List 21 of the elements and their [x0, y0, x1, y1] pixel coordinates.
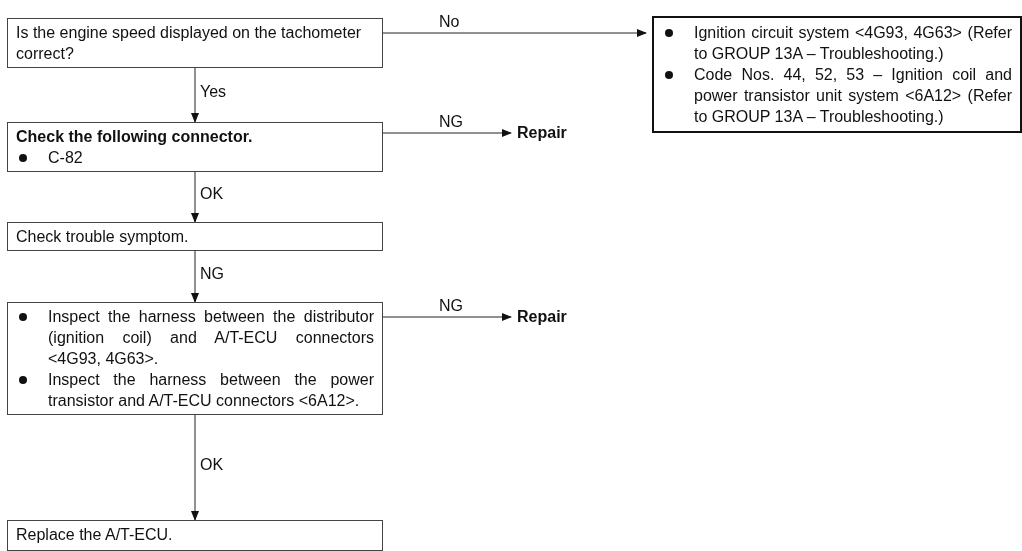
box-heading: Check the following connector. — [16, 127, 254, 147]
bullet-text: Ignition circuit system <4G93, 4G63> (Refer to GROUP 13A – Troubleshooting.) — [694, 24, 1012, 62]
action-text: Repair — [517, 124, 567, 142]
bullet-text: Code Nos. 44, 52, 53 – Ignition coil and power transistor unit system <6A12> (Refer to GROUP 13A – Troubleshooting.) — [694, 66, 1012, 125]
arrow — [382, 313, 512, 321]
process-box — [7, 302, 383, 415]
process-box: Check trouble symptom. — [7, 222, 383, 251]
arrow — [191, 250, 199, 303]
process-box: Replace the A/T-ECU. — [7, 520, 383, 551]
process-box — [7, 122, 383, 172]
bullet-text: C-82 — [48, 149, 83, 166]
action-text: Repair — [517, 308, 567, 326]
arrow — [382, 129, 512, 137]
bullet-text: Inspect the harness between the power transistor and A/T-ECU connectors <6A12>. — [48, 371, 374, 409]
arrow — [191, 414, 199, 521]
decision-box: Is the engine speed displayed on the tachometer correct? — [7, 18, 383, 68]
arrow — [191, 67, 199, 123]
arrow — [191, 171, 199, 223]
result-box — [652, 16, 1022, 133]
bullet-text: Inspect the harness between the distributor (ignition coil) and A/T-ECU connectors <4G93, 4G63>. — [48, 308, 374, 367]
arrow — [382, 29, 647, 37]
